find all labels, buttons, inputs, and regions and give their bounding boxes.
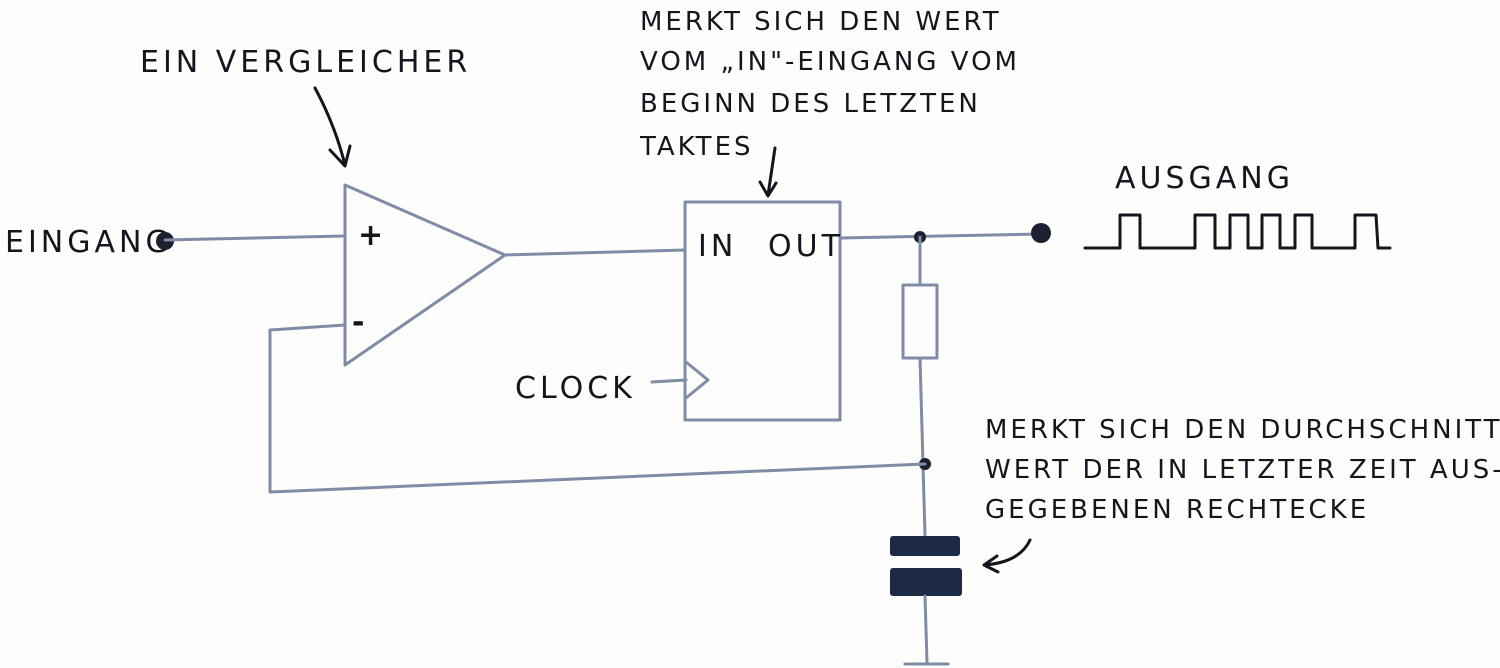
flipflop-note-line: BEGINN DES LETZTEN [640,89,981,119]
flipflop-in-label: IN [698,229,737,264]
comparator-label: EIN VERGLEICHER [140,45,471,80]
comparator-arrow [313,86,352,168]
capacitor-plate-top [890,536,960,556]
output-terminal [1031,223,1051,243]
flipflop-out-label: OUT [768,229,844,264]
comparator-output-wire [503,248,687,257]
capacitor-note-line: MERKT SICH DEN DURCHSCHNITTS- [985,415,1500,445]
flipflop-note-line: VOM „IN"-EINGANG VOM [640,47,1020,77]
resistor-capacitor-wire [918,356,927,537]
clock-wire [650,378,688,384]
comparator-symbol [343,183,507,367]
output-label: AUSGANG [1115,161,1294,196]
flipflop-arrow [758,146,778,198]
flipflop-box [683,200,842,422]
ground-wire [903,594,950,666]
input-label: EINGANG [5,225,173,260]
square-wave-sketch [1083,213,1392,250]
input-wire [163,234,347,242]
capacitor-arrow [982,538,1032,574]
resistor [901,283,939,360]
clock-input-symbol [684,360,710,400]
flipflop-note-line: TAKTES [639,132,754,162]
capacitor-note-line: GEGEBENEN RECHTECKE [985,495,1369,525]
flipflop-note-line: MERKT SICH DEN WERT [640,7,1002,37]
capacitor-plate-bottom [890,568,962,596]
capacitor-note-line: WERT DER IN LETZTER ZEIT AUS- [985,455,1500,485]
minus-sign: - [352,305,368,340]
clock-label: CLOCK [515,371,636,406]
feedback-wire [268,323,927,494]
output-wire [838,232,1042,240]
plus-sign: + [358,218,387,253]
